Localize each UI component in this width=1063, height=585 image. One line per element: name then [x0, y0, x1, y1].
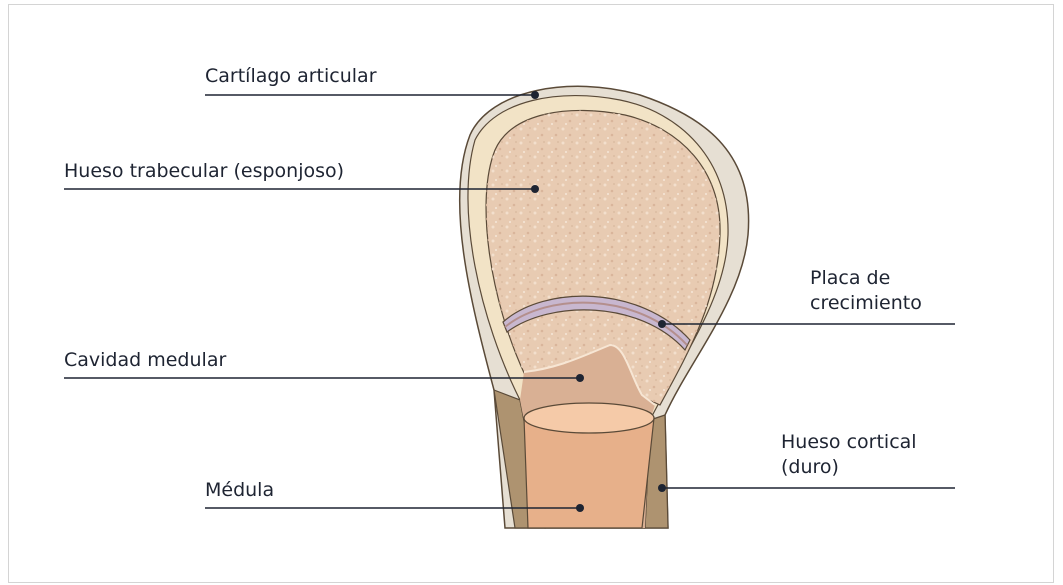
label-hueso-trabecular: Hueso trabecular (esponjoso) [64, 159, 344, 184]
label-medula: Médula [205, 478, 274, 503]
label-hueso-cortical: Hueso cortical (duro) [781, 430, 917, 480]
label-cartilago-articular: Cartílago articular [205, 64, 377, 89]
label-cavidad-medular: Cavidad medular [64, 348, 226, 373]
label-placa-crecimiento: Placa de crecimiento [810, 266, 922, 316]
marrow-top [524, 403, 654, 433]
marrow-body [524, 418, 654, 528]
